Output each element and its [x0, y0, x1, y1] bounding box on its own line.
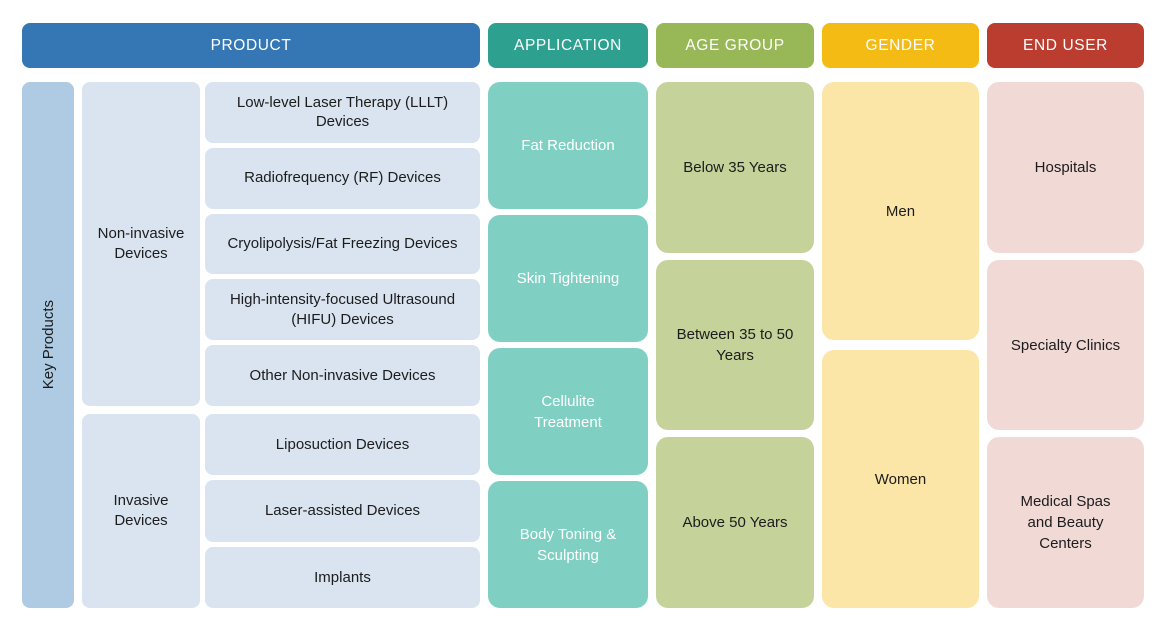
- product-item: Radiofrequency (RF) Devices: [205, 147, 480, 209]
- product-column: Key Products Non-invasive Devices Low-le…: [22, 82, 480, 609]
- non-invasive-section: Non-invasive Devices Low-level Laser The…: [82, 82, 480, 406]
- invasive-section: Invasive Devices Liposuction Devices Las…: [82, 413, 480, 609]
- invasive-group-box: Invasive Devices: [82, 413, 200, 608]
- age-group-column-header: AGE GROUP: [656, 23, 814, 68]
- age-group-box: Above 50 Years: [656, 437, 814, 609]
- key-products-strip: Key Products: [22, 82, 74, 608]
- application-column-header: APPLICATION: [488, 23, 648, 68]
- product-item: Other Non-invasive Devices: [205, 345, 480, 406]
- end-user-box: Medical Spas and Beauty Centers: [987, 437, 1144, 609]
- invasive-items: Liposuction Devices Laser-assisted Devic…: [205, 413, 480, 609]
- age-group-box: Below 35 Years: [656, 82, 814, 253]
- product-item: Low-level Laser Therapy (LLLT) Devices: [205, 82, 480, 143]
- gender-column: Men Women: [822, 82, 979, 608]
- end-user-box: Specialty Clinics: [987, 259, 1144, 431]
- header-row: PRODUCT APPLICATION AGE GROUP GENDER END…: [22, 23, 1148, 68]
- product-item: Cryolipolysis/Fat Freezing Devices: [205, 213, 480, 275]
- product-body: Key Products Non-invasive Devices Low-le…: [22, 82, 480, 609]
- application-column: Fat Reduction Skin Tightening Cellulite …: [488, 82, 648, 608]
- product-item: Laser-assisted Devices: [205, 480, 480, 542]
- product-item: High-intensity-focused Ultrasound (HIFU)…: [205, 279, 480, 340]
- application-box: Skin Tightening: [488, 215, 648, 342]
- gender-box: Women: [822, 350, 979, 608]
- product-sections: Non-invasive Devices Low-level Laser The…: [82, 82, 480, 609]
- end-user-column-header: END USER: [987, 23, 1144, 68]
- application-box: Cellulite Treatment: [488, 348, 648, 475]
- age-group-box: Between 35 to 50 Years: [656, 259, 814, 431]
- key-products-label: Key Products: [39, 300, 57, 390]
- body-row: Key Products Non-invasive Devices Low-le…: [22, 82, 1148, 609]
- end-user-column: Hospitals Specialty Clinics Medical Spas…: [987, 82, 1144, 609]
- gender-column-header: GENDER: [822, 23, 979, 68]
- product-column-header: PRODUCT: [22, 23, 480, 68]
- gender-box: Men: [822, 82, 979, 340]
- diagram-board: PRODUCT APPLICATION AGE GROUP GENDER END…: [22, 23, 1148, 609]
- age-group-column: Below 35 Years Between 35 to 50 Years Ab…: [656, 82, 814, 609]
- product-item: Liposuction Devices: [205, 413, 480, 476]
- product-item: Implants: [205, 546, 480, 609]
- application-box: Body Toning & Sculpting: [488, 481, 648, 608]
- non-invasive-group-box: Non-invasive Devices: [82, 82, 200, 406]
- non-invasive-items: Low-level Laser Therapy (LLLT) Devices R…: [205, 82, 480, 406]
- end-user-box: Hospitals: [987, 82, 1144, 253]
- application-box: Fat Reduction: [488, 82, 648, 209]
